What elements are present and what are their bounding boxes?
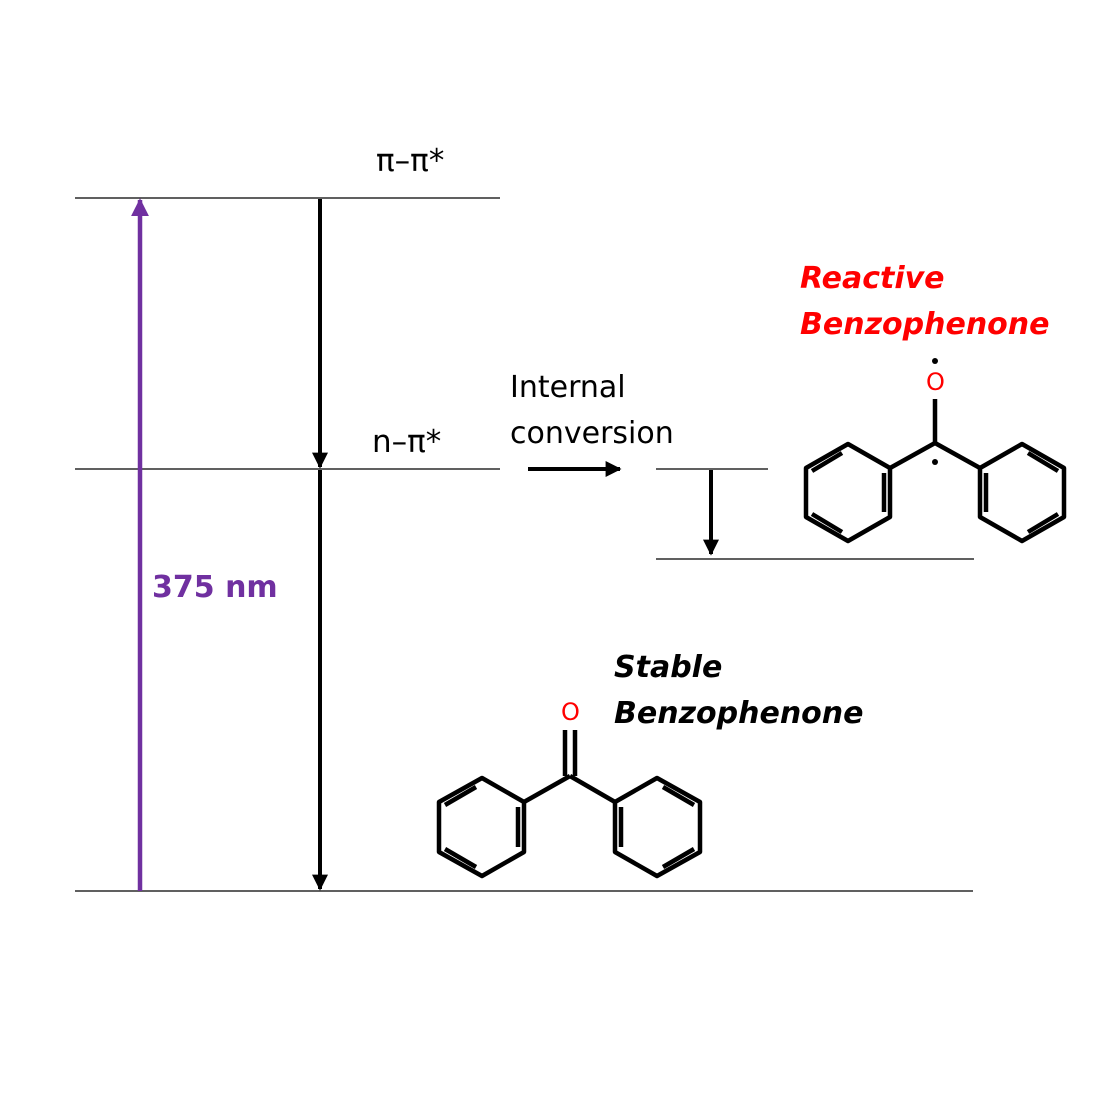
reactive-title-line1: Reactive (800, 261, 945, 296)
reactive-benzophenone-structure (803, 399, 1067, 544)
pi-pi-star-label: π–π* (376, 143, 445, 179)
radical-dot-oxygen (932, 358, 938, 364)
reactive-oxygen-atom: O (926, 368, 945, 396)
stable-title-line2: Benzophenone (614, 696, 864, 731)
radical-dots (932, 358, 938, 465)
stable-benzophenone-structure (436, 730, 703, 879)
reactive-benzophenone-title: Reactive Benzophenone (800, 256, 1050, 348)
n-pi-star-label: n–π* (372, 424, 442, 460)
stable-oxygen-atom: O (561, 698, 580, 726)
radical-dot-carbon (932, 459, 938, 465)
internal-conversion-line1: Internal (510, 370, 626, 405)
stable-title-line1: Stable (614, 650, 723, 685)
internal-conversion-label: Internal conversion (510, 365, 674, 457)
stable-benzophenone-title: Stable Benzophenone (614, 645, 864, 737)
reactive-title-line2: Benzophenone (800, 307, 1050, 342)
internal-conversion-line2: conversion (510, 416, 674, 451)
excitation-wavelength-label: 375 nm (152, 570, 278, 605)
